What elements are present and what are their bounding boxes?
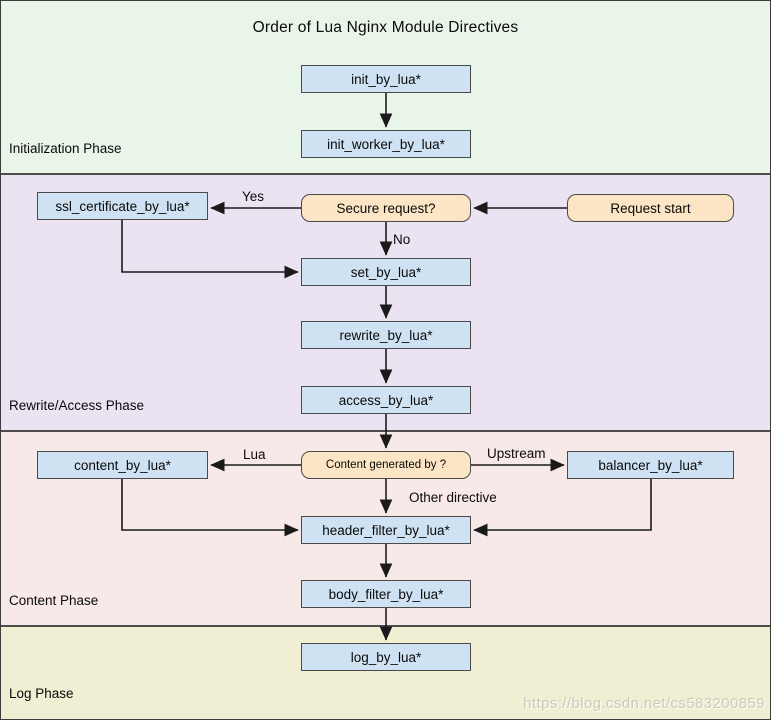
node-header-filter-by-lua: header_filter_by_lua* [301, 516, 471, 544]
node-access-by-lua: access_by_lua* [301, 386, 471, 414]
edge-label-yes: Yes [242, 189, 265, 204]
diagram-title: Order of Lua Nginx Module Directives [252, 19, 519, 36]
node-secure-request: Secure request? [301, 194, 471, 222]
phase-label-initialization: Initialization Phase [9, 141, 122, 156]
edge-label-lua: Lua [243, 447, 266, 462]
node-init-by-lua: init_by_lua* [301, 65, 471, 93]
phase-label-log: Log Phase [9, 686, 74, 701]
node-content-by-lua: content_by_lua* [37, 451, 208, 479]
node-log-by-lua: log_by_lua* [301, 643, 471, 671]
node-content-generated-by: Content generated by ? [301, 451, 471, 479]
node-balancer-by-lua: balancer_by_lua* [567, 451, 734, 479]
edge-label-upstream: Upstream [487, 446, 546, 461]
node-ssl-certificate-by-lua: ssl_certificate_by_lua* [37, 192, 208, 220]
edge-label-no: No [393, 232, 411, 247]
phase-label-content: Content Phase [9, 593, 99, 608]
watermark: https://blog.csdn.net/cs583200859 [523, 695, 765, 712]
node-body-filter-by-lua: body_filter_by_lua* [301, 580, 471, 608]
phase-label-rewrite-access: Rewrite/Access Phase [9, 398, 145, 413]
node-set-by-lua: set_by_lua* [301, 258, 471, 286]
node-rewrite-by-lua: rewrite_by_lua* [301, 321, 471, 349]
edge-label-other-directive: Other directive [409, 490, 497, 505]
node-init-worker-by-lua: init_worker_by_lua* [301, 130, 471, 158]
node-request-start: Request start [567, 194, 734, 222]
